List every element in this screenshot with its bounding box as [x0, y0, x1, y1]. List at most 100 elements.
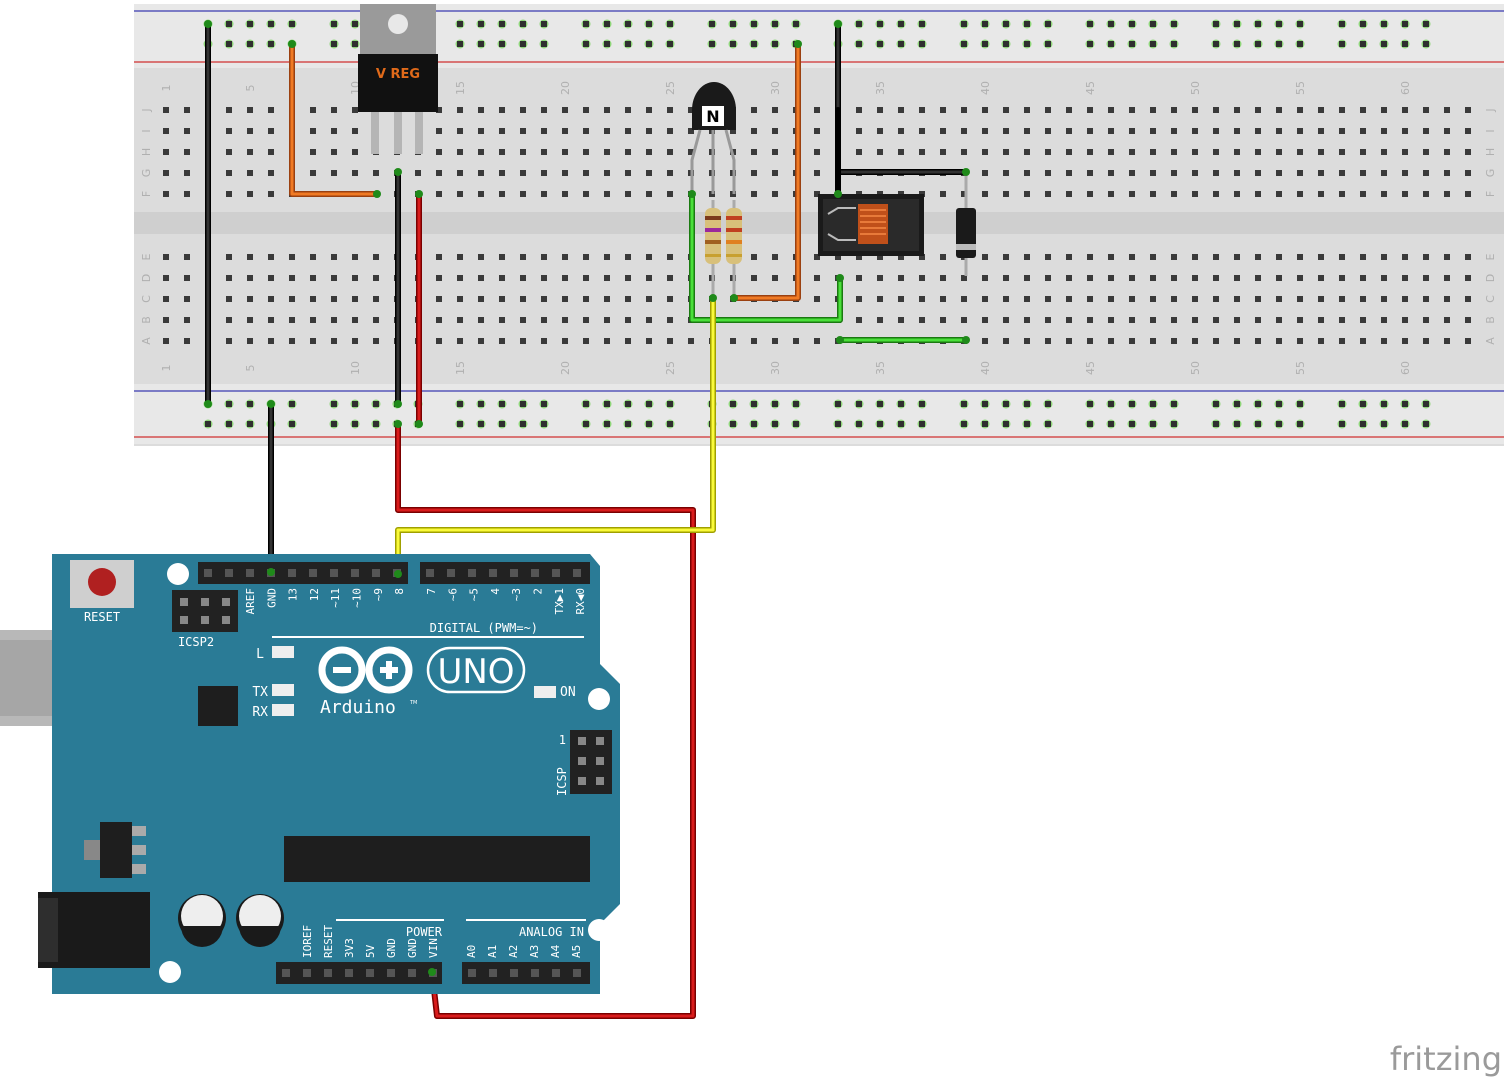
digital-header-b	[420, 562, 590, 584]
svg-text:3V3: 3V3	[343, 938, 356, 958]
svg-text:IOREF: IOREF	[301, 925, 314, 958]
svg-text:45: 45	[1084, 361, 1097, 375]
brand-label: Arduino	[320, 697, 396, 718]
svg-text:5: 5	[244, 85, 257, 92]
npn-transistor[interactable]: N	[690, 82, 736, 194]
svg-text:15: 15	[454, 361, 467, 375]
svg-text:RX◀0: RX◀0	[574, 588, 587, 615]
wire-red-vin[interactable]	[395, 421, 696, 1019]
wire-black-relay-gnd[interactable]	[835, 21, 969, 197]
svg-text:RX: RX	[252, 705, 268, 720]
svg-text:50: 50	[1189, 81, 1202, 95]
voltage-regulator[interactable]: V REG	[358, 4, 438, 154]
svg-text:C: C	[1484, 295, 1497, 303]
svg-text:B: B	[1484, 316, 1497, 324]
digital-label: DIGITAL (PWM=~)	[430, 621, 538, 635]
svg-text:40: 40	[979, 361, 992, 375]
svg-text:J: J	[140, 108, 153, 112]
icsp2-label: ICSP2	[178, 635, 214, 649]
analog-label: ANALOG IN	[519, 925, 584, 939]
svg-text:D: D	[1484, 274, 1497, 282]
model-label: UNO	[437, 652, 514, 692]
svg-text:50: 50	[1189, 361, 1202, 375]
svg-text:2: 2	[532, 588, 545, 595]
svg-text:25: 25	[664, 361, 677, 375]
svg-text:A5: A5	[570, 945, 583, 958]
fritzing-watermark: fritzing	[1390, 1040, 1502, 1078]
usb-chip	[198, 686, 238, 726]
reset-button[interactable]: RESET	[70, 560, 134, 624]
svg-text:J: J	[1484, 108, 1497, 112]
svg-text:20: 20	[559, 361, 572, 375]
svg-text:I: I	[1484, 129, 1497, 132]
wire-endpoints	[204, 20, 970, 976]
led-rx: RX	[252, 704, 294, 720]
svg-text:G: G	[1484, 169, 1497, 178]
svg-text:A4: A4	[549, 944, 562, 958]
svg-text:A2: A2	[507, 945, 520, 958]
svg-text:12: 12	[308, 588, 321, 601]
svg-text:~5: ~5	[468, 588, 481, 601]
svg-text:H: H	[1484, 148, 1497, 156]
digital-header-a	[198, 562, 408, 584]
arduino-logo: UNO Arduino TM	[318, 646, 526, 718]
svg-text:A0: A0	[465, 945, 478, 958]
voltage-regulator-smd	[84, 822, 146, 878]
svg-text:E: E	[140, 253, 153, 260]
svg-text:5V: 5V	[364, 944, 377, 958]
power-label: POWER	[406, 925, 443, 939]
reset-label: RESET	[84, 610, 120, 624]
svg-text:10: 10	[349, 361, 362, 375]
svg-text:AREF: AREF	[244, 588, 257, 615]
svg-text:55: 55	[1294, 361, 1307, 375]
svg-text:55: 55	[1294, 81, 1307, 95]
breadboard-rail-holes	[203, 19, 1431, 429]
diode[interactable]	[956, 172, 976, 276]
svg-text:F: F	[1484, 191, 1497, 197]
wire-green-transistor-relay[interactable]	[689, 191, 843, 323]
svg-text:~11: ~11	[329, 588, 342, 608]
svg-text:VIN: VIN	[427, 938, 440, 958]
svg-text:C: C	[140, 295, 153, 303]
svg-text:25: 25	[664, 81, 677, 95]
svg-text:F: F	[140, 191, 153, 197]
wire-yellow-signal[interactable]	[395, 295, 716, 577]
svg-text:30: 30	[769, 361, 782, 375]
wire-orange-relay[interactable]	[731, 41, 801, 301]
svg-text:L: L	[256, 647, 264, 662]
icsp2-header: ICSP2	[172, 590, 238, 649]
svg-text:GND: GND	[406, 938, 419, 958]
svg-text:I: I	[140, 129, 153, 132]
svg-text:30: 30	[769, 81, 782, 95]
svg-text:40: 40	[979, 81, 992, 95]
svg-text:60: 60	[1399, 361, 1412, 375]
capacitor-1	[178, 894, 226, 947]
led-l: L	[256, 646, 294, 662]
svg-text:TX▶1: TX▶1	[553, 588, 566, 615]
resistor-1[interactable]	[705, 200, 721, 296]
relay[interactable]	[818, 194, 924, 256]
wire-orange-regulator-in[interactable]	[289, 41, 380, 197]
resistor-2[interactable]	[726, 200, 742, 296]
svg-text:B: B	[140, 316, 153, 324]
svg-text:4: 4	[489, 588, 502, 595]
atmega-chip	[284, 836, 590, 882]
svg-text:35: 35	[874, 361, 887, 375]
svg-text:~6: ~6	[446, 588, 459, 601]
svg-text:15: 15	[454, 81, 467, 95]
power-header	[276, 962, 442, 984]
svg-text:20: 20	[559, 81, 572, 95]
svg-text:ON: ON	[560, 685, 576, 700]
svg-text:5: 5	[244, 365, 257, 372]
svg-text:1: 1	[160, 365, 173, 372]
svg-text:A1: A1	[486, 945, 499, 958]
svg-text:G: G	[140, 169, 153, 178]
led-tx: TX	[252, 684, 294, 700]
